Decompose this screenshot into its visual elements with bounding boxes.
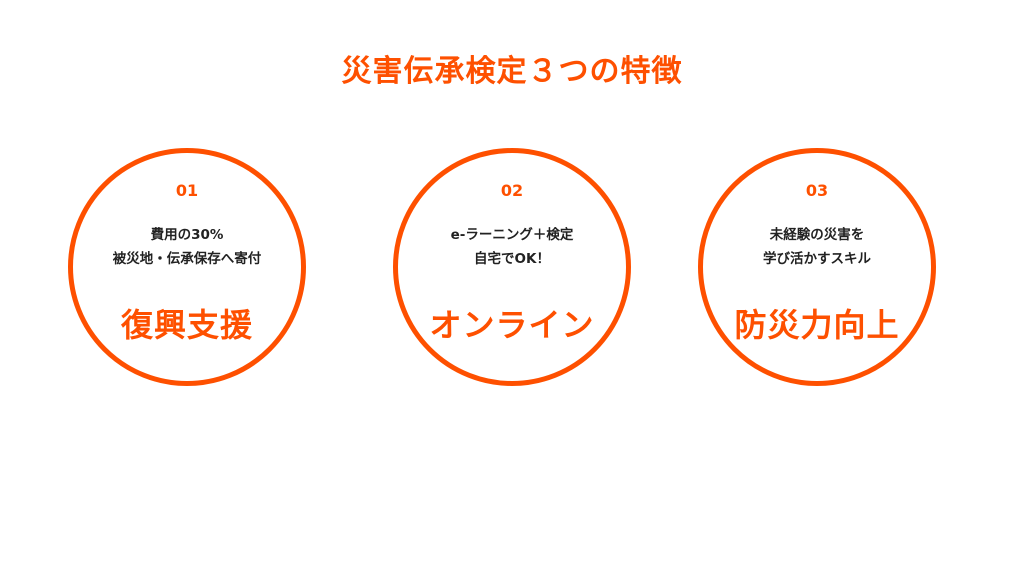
feature-number: 02	[500, 181, 524, 200]
feature-description: e-ラーニング＋検定 自宅でOK！	[398, 223, 626, 271]
feature-circle-1: 01 費用の30% 被災地・伝承保存へ寄付 復興支援	[68, 148, 306, 386]
feature-headline: オンライン	[429, 306, 595, 344]
feature-circle-3: 03 未経験の災害を 学び活かすスキル 防災力向上	[698, 148, 936, 386]
description-line: 被災地・伝承保存へ寄付	[112, 251, 262, 267]
feature-description: 未経験の災害を 学び活かすスキル	[703, 223, 931, 271]
page-title: 災害伝承検定３つの特徴	[341, 54, 683, 89]
feature-headline: 復興支援	[120, 306, 253, 344]
feature-number: 03	[805, 181, 829, 200]
description-line: 費用の30%	[150, 227, 224, 243]
feature-circle-2: 02 e-ラーニング＋検定 自宅でOK！ オンライン	[393, 148, 631, 386]
description-line: 自宅でOK！	[474, 251, 550, 267]
description-line: 未経験の災害を	[769, 227, 865, 243]
description-line: 学び活かすスキル	[763, 251, 871, 267]
feature-number: 01	[175, 181, 199, 200]
feature-description: 費用の30% 被災地・伝承保存へ寄付	[73, 223, 301, 271]
description-line: e-ラーニング＋検定	[450, 227, 574, 243]
feature-headline: 防災力向上	[734, 306, 900, 344]
